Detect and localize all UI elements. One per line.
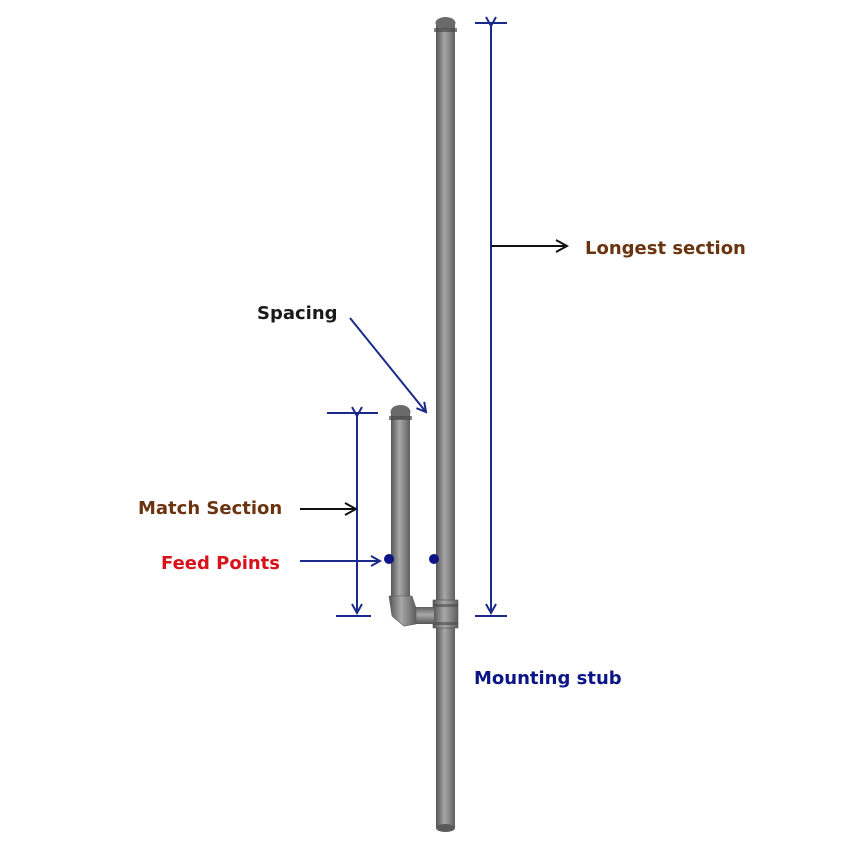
mounting-stub-label: Mounting stub xyxy=(474,668,622,689)
tee-coupling xyxy=(432,599,459,629)
elbow-fitting xyxy=(388,595,417,627)
longest-section-label: Longest section xyxy=(585,238,746,259)
spacing-label: Spacing xyxy=(257,303,338,324)
match-section-label: Match Section xyxy=(138,498,283,519)
spacing-pointer-arrow xyxy=(349,317,426,412)
feed-point-dot-left xyxy=(384,554,394,564)
feed-points-label: Feed Points xyxy=(161,553,280,574)
match-section-dimension xyxy=(327,413,378,617)
feed-point-dot-right xyxy=(429,554,439,564)
longest-section-dimension xyxy=(475,23,507,617)
main-element-pipe xyxy=(434,17,457,832)
match-section-pipe xyxy=(389,405,412,602)
